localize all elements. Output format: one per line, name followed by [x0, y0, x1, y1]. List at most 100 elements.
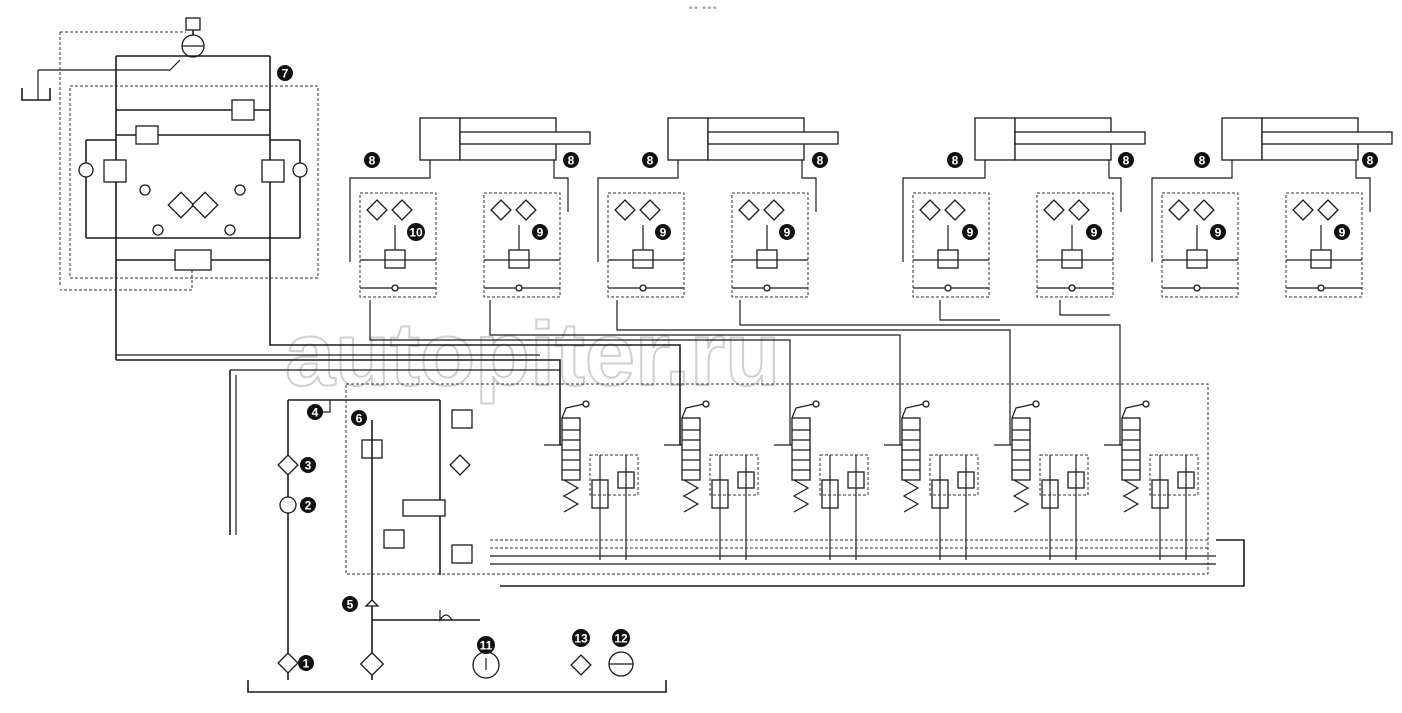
callout-badge — [779, 224, 795, 240]
callout-label: 7 — [282, 67, 289, 81]
filter-13 — [570, 654, 592, 676]
callout-label: 8 — [1367, 154, 1374, 168]
callout-label: 8 — [817, 154, 824, 168]
cylinder-rod — [707, 131, 839, 145]
callout-badge — [563, 152, 579, 168]
valve-frame — [483, 192, 561, 298]
valve-frame — [1036, 192, 1114, 298]
callout-c7: 7 — [277, 65, 293, 81]
spring — [562, 479, 580, 513]
callout-label: 9 — [967, 226, 974, 240]
valve-frame — [1285, 192, 1363, 298]
callout-c8f: 8 — [1118, 152, 1134, 168]
steering-unit — [21, 17, 319, 360]
callout-badge — [407, 223, 425, 241]
callout-label: 8 — [1123, 154, 1130, 168]
callout-c3: 3 — [300, 457, 316, 473]
callout-c2: 2 — [300, 497, 316, 513]
callout-label: 8 — [647, 154, 654, 168]
callout-c8g: 8 — [1194, 152, 1210, 168]
spring — [1122, 479, 1140, 513]
callout-badge — [612, 629, 630, 647]
callout-badge — [532, 224, 548, 240]
motor-symbol — [185, 17, 201, 31]
callout-badge — [277, 65, 293, 81]
callout-label: 9 — [537, 226, 544, 240]
callout-label: 11 — [480, 639, 493, 653]
callout-label: 2 — [305, 499, 312, 513]
top-mark: •• ••• — [688, 4, 718, 14]
callout-label: 10 — [409, 226, 423, 240]
cylinder-barrel — [419, 117, 461, 161]
callout-c4: 4 — [307, 404, 323, 420]
relief-valve-top — [231, 99, 255, 121]
cylinder-group-4 — [1151, 117, 1393, 298]
control-valve-2 — [664, 400, 759, 560]
valve-frame — [731, 192, 809, 298]
callout-label: 8 — [1199, 154, 1206, 168]
callout-c9b: 9 — [655, 224, 671, 240]
callout-c8b: 8 — [563, 152, 579, 168]
callout-badge — [642, 152, 658, 168]
callout-c9f: 9 — [1210, 224, 1226, 240]
cylinder-group-2 — [597, 117, 839, 298]
callout-label: 9 — [660, 226, 667, 240]
callout-c8c: 8 — [642, 152, 658, 168]
callout-c5: 5 — [342, 596, 358, 612]
callout-label: 9 — [1215, 226, 1222, 240]
callout-c11: 11 — [477, 636, 495, 654]
spool-body — [791, 417, 811, 481]
callout-badge — [351, 410, 367, 426]
callout-badge — [300, 497, 316, 513]
return-lines — [490, 539, 1245, 587]
callout-c10: 10 — [407, 223, 425, 241]
valve-frame — [359, 192, 437, 298]
callout-badge — [477, 636, 495, 654]
spring — [682, 479, 700, 513]
callout-c6: 6 — [351, 410, 367, 426]
callout-label: 9 — [1339, 226, 1346, 240]
spool-body — [901, 417, 921, 481]
cylinder-barrel — [1221, 117, 1263, 161]
callout-badge — [655, 224, 671, 240]
callout-label: 9 — [1091, 226, 1098, 240]
callout-label: 12 — [614, 632, 628, 646]
callout-c8h: 8 — [1362, 152, 1378, 168]
callout-label: 5 — [347, 598, 354, 612]
callout-c12: 12 — [612, 629, 630, 647]
callout-label: 8 — [952, 154, 959, 168]
callout-badge — [1194, 152, 1210, 168]
callout-c13: 13 — [572, 629, 590, 647]
callout-c8d: 8 — [812, 152, 828, 168]
control-valve-3 — [774, 400, 869, 560]
control-valves — [544, 400, 1199, 560]
callout-badge — [364, 152, 380, 168]
supply-circuit — [247, 383, 1209, 693]
cylinder-rod — [459, 131, 591, 145]
spring — [902, 479, 920, 513]
control-valve-5 — [994, 400, 1089, 560]
filter-1 — [277, 652, 299, 674]
callout-badge — [962, 224, 978, 240]
callout-label: 8 — [568, 154, 575, 168]
pump-2 — [279, 496, 297, 514]
callout-label: 1 — [303, 657, 310, 671]
cylinder-group-1 — [349, 117, 591, 298]
control-valve-1 — [544, 400, 639, 560]
spool-body — [681, 417, 701, 481]
callout-badge — [1118, 152, 1134, 168]
spring — [792, 479, 810, 513]
callout-badge — [298, 655, 314, 671]
callout-label: 6 — [356, 412, 363, 426]
callout-label: 9 — [784, 226, 791, 240]
callout-badge — [572, 629, 590, 647]
callout-badge — [812, 152, 828, 168]
callout-label: 8 — [369, 154, 376, 168]
cylinder-groups — [349, 117, 1393, 298]
control-valve-6 — [1104, 400, 1199, 560]
callout-badge — [1086, 224, 1102, 240]
shuttle-valve — [174, 249, 212, 271]
spool-body — [1121, 417, 1141, 481]
callout-c9c: 9 — [779, 224, 795, 240]
